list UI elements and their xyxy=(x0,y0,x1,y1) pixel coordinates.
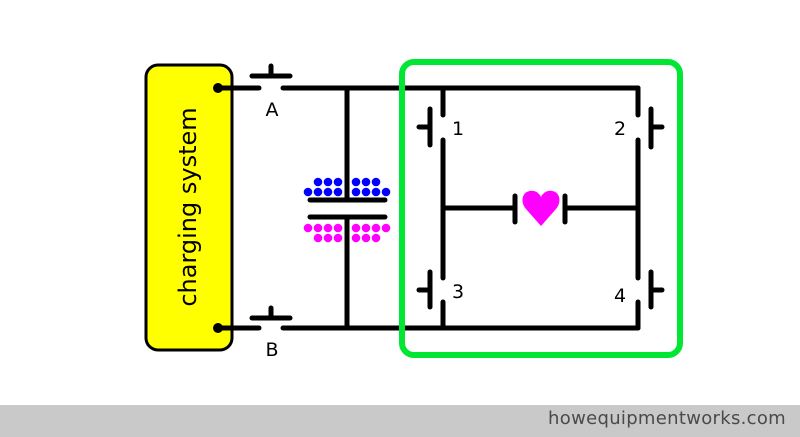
negative-charge-dot xyxy=(351,223,361,233)
h-bridge-frame xyxy=(399,59,683,358)
charging-system-box xyxy=(144,63,234,352)
switch-1: 1 xyxy=(416,106,464,148)
switch-2: 2 xyxy=(614,106,665,150)
positive-charge-dot xyxy=(351,177,361,187)
negative-charge-dot xyxy=(381,223,391,233)
charging-system-label: charging system xyxy=(174,107,202,306)
h-bridge: 1 3 2 4 xyxy=(416,85,665,331)
positive-charge-dot xyxy=(303,187,313,197)
switch-2-label: 2 xyxy=(614,118,626,140)
positive-charge-dot xyxy=(361,177,371,187)
negative-charge-dot xyxy=(371,223,381,233)
footer-bar: howequipmentworks.com xyxy=(0,405,800,437)
capacitor xyxy=(303,85,391,331)
switch-3-label: 3 xyxy=(452,281,464,303)
charge-dots xyxy=(303,177,391,243)
negative-charge-dot xyxy=(313,223,323,233)
heart-icon xyxy=(522,190,560,226)
heart-load xyxy=(440,190,641,226)
negative-charge-dot xyxy=(333,233,343,243)
positive-charge-dot xyxy=(323,177,333,187)
switch-1-label: 1 xyxy=(452,118,464,140)
negative-charge-dot xyxy=(323,233,333,243)
negative-charge-dot xyxy=(333,223,343,233)
positive-charge-dot xyxy=(323,187,333,197)
positive-charge-dot xyxy=(351,187,361,197)
switch-a: A xyxy=(215,63,641,121)
negative-charge-dot xyxy=(313,233,323,243)
positive-charge-dot xyxy=(333,177,343,187)
switch-4-label: 4 xyxy=(614,285,626,307)
switch-b: B xyxy=(215,305,641,361)
positive-charge-dot xyxy=(313,187,323,197)
negative-charge-dot xyxy=(361,223,371,233)
negative-charge-dot xyxy=(361,233,371,243)
positive-charge-dot xyxy=(313,177,323,187)
switch-b-label: B xyxy=(265,339,278,361)
positive-charge-dot xyxy=(381,187,391,197)
switch-a-label: A xyxy=(266,99,279,121)
positive-charge-dot xyxy=(333,187,343,197)
circuit-diagram: charging system A B xyxy=(144,59,683,361)
switch-4: 4 xyxy=(614,269,665,310)
positive-charge-dot xyxy=(361,187,371,197)
positive-charge-dot xyxy=(371,177,381,187)
negative-charge-dot xyxy=(351,233,361,243)
switch-3: 3 xyxy=(416,269,464,310)
negative-charge-dot xyxy=(323,223,333,233)
negative-charge-dot xyxy=(303,223,313,233)
positive-charge-dot xyxy=(371,187,381,197)
negative-charge-dot xyxy=(371,233,381,243)
site-credit: howequipmentworks.com xyxy=(548,408,786,429)
